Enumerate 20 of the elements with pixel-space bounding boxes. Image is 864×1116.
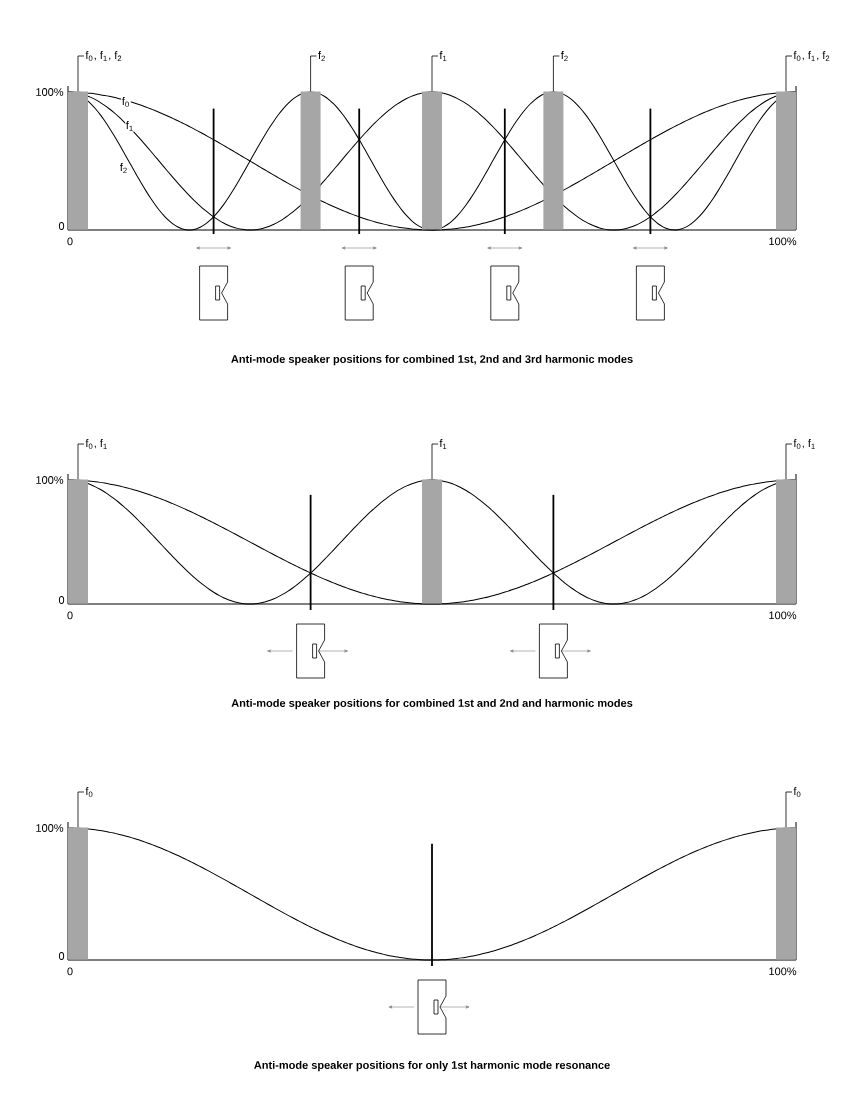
node-bar: [68, 91, 88, 230]
node-bar: [776, 827, 796, 960]
leader-line: [77, 443, 85, 480]
leader-line: [553, 55, 560, 92]
node-bar: [300, 91, 321, 230]
leader-line: [785, 55, 793, 92]
node-bar: [776, 91, 796, 230]
leader-line: [77, 791, 85, 828]
node-bar: [776, 479, 796, 604]
leader-line: [431, 55, 439, 92]
leader-line: [431, 443, 439, 480]
leader-line: [77, 55, 85, 92]
node-bar: [422, 479, 442, 604]
node-bar: [422, 91, 442, 230]
leader-line: [785, 443, 793, 480]
leader-line: [785, 791, 793, 828]
node-bar: [68, 827, 88, 960]
leader-line: [310, 55, 317, 92]
node-bar: [68, 479, 88, 604]
node-bar: [543, 91, 564, 230]
